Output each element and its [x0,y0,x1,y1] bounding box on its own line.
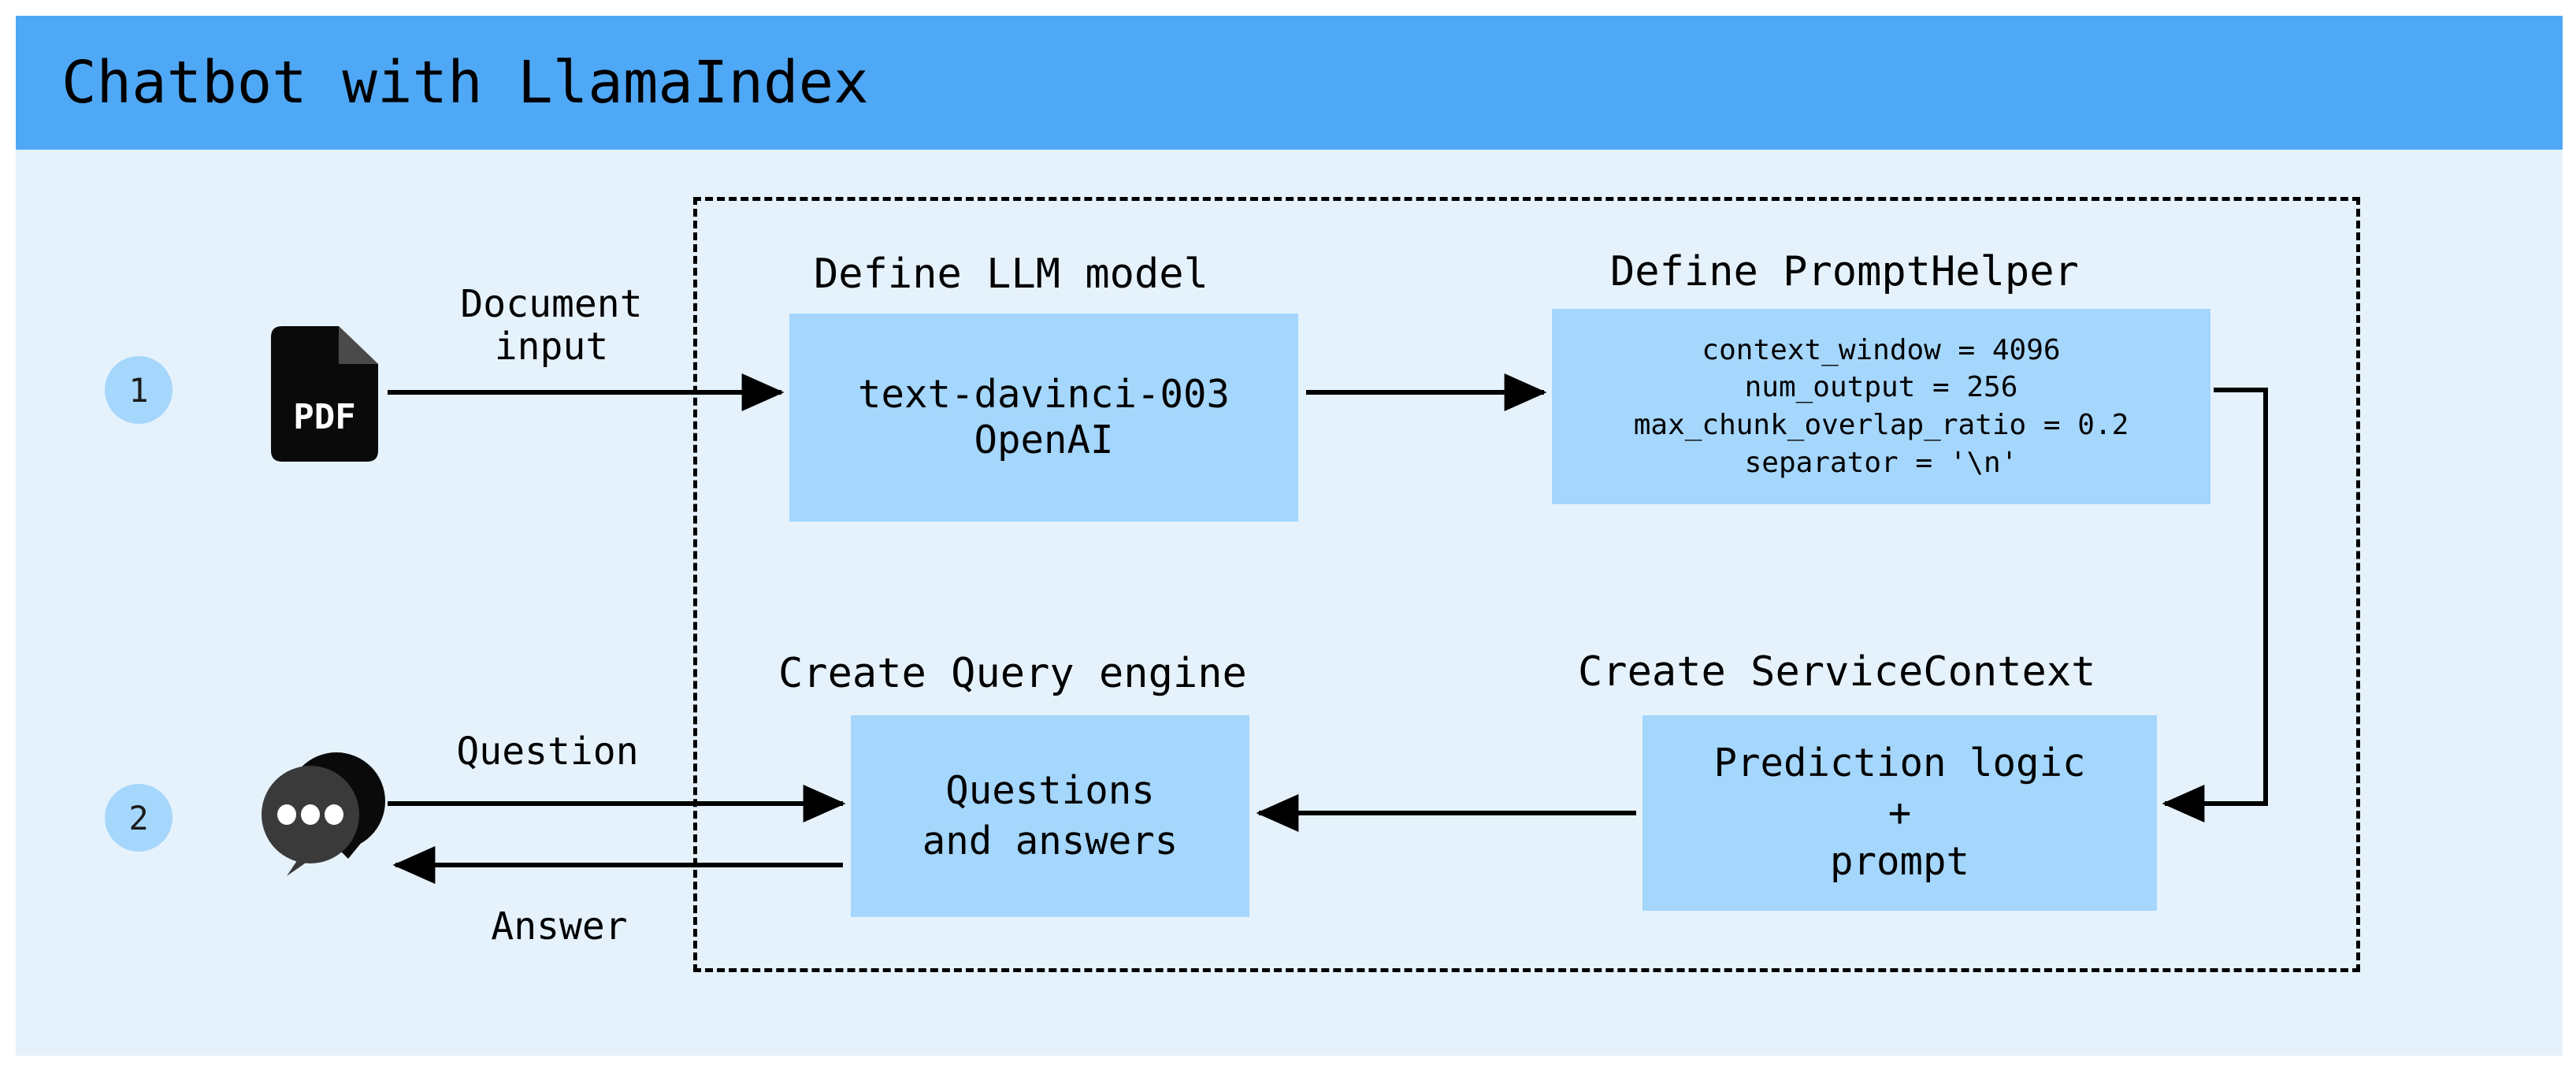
step-badge-1: 1 [105,356,173,424]
page-title: Chatbot with LlamaIndex [61,49,869,117]
edge-label-question: Question [456,730,639,774]
pipeline-dashed-boundary [693,197,2360,972]
pdf-file-icon: PDF [271,326,378,462]
box-prompt-helper-line-1: context_window = 4096 [1702,333,2061,366]
box-query-engine: Questions and answers [851,715,1249,917]
edge-label-answer: Answer [491,904,628,949]
box-prompt-helper-line-3: max_chunk_overlap_ratio = 0.2 [1633,409,2129,441]
caption-create-service-context: Create ServiceContext [1578,648,2096,696]
step-badge-2: 2 [105,784,173,852]
box-llm-model-line-1: text-davinci-003 [857,372,1230,418]
header-bar: Chatbot with LlamaIndex [16,16,2563,150]
box-prompt-helper-line-2: num_output = 256 [1744,371,2018,404]
box-llm-model-line-2: OpenAI [974,418,1114,462]
box-service-context: Prediction logic + prompt [1642,715,2157,911]
box-llm-model: text-davinci-003 OpenAI [789,314,1298,522]
box-query-engine-line-2: and answers [922,819,1179,863]
box-service-context-line-1: Prediction logic [1713,740,2086,785]
edge-label-document-input: Document input [460,282,643,369]
diagram-canvas: Chatbot with LlamaIndex 1 2 PDF [16,16,2563,1056]
box-service-context-line-3: prompt [1829,839,1969,885]
pdf-icon-label: PDF [293,397,355,437]
box-prompt-helper-line-4: separator = '\n' [1744,446,2018,479]
caption-define-prompthelper: Define PromptHelper [1610,248,2079,295]
caption-define-llm-model: Define LLM model [814,251,1208,298]
box-query-engine-line-1: Questions [945,768,1155,814]
box-prompt-helper: context_window = 4096 num_output = 256 m… [1552,309,2210,504]
box-service-context-line-2: + [1887,789,1912,835]
caption-create-query-engine: Create Query engine [778,650,1247,697]
chat-bubbles-icon [254,748,403,878]
